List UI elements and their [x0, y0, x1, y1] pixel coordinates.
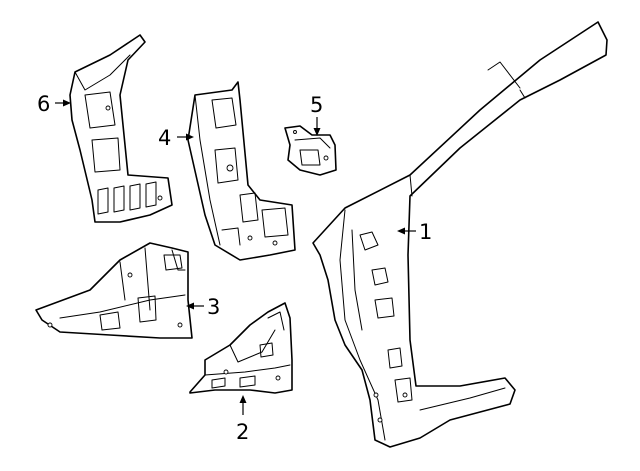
part-6-pillar-reinforcement — [69, 34, 173, 223]
part-3-lower-panel — [35, 242, 193, 339]
arrowhead-2 — [239, 395, 247, 403]
callout-number-3: 3 — [207, 295, 220, 319]
callout-1: 1 — [397, 220, 432, 244]
callout-number-1: 1 — [419, 220, 432, 244]
callout-number-6: 6 — [37, 92, 50, 116]
part-4-inner-pillar — [187, 81, 296, 261]
arrowhead-5 — [313, 128, 321, 136]
arrowhead-1 — [397, 227, 405, 235]
arrowhead-6 — [63, 99, 71, 107]
callout-4: 4 — [158, 126, 194, 150]
callout-5: 5 — [310, 93, 323, 136]
part-1-pillar-roof-rail — [312, 21, 608, 448]
callout-number-2: 2 — [236, 420, 249, 444]
callout-number-4: 4 — [158, 126, 171, 150]
part-2-lower-bracket — [189, 302, 293, 394]
arrowhead-4 — [186, 133, 194, 141]
callout-3: 3 — [186, 295, 220, 319]
arrowhead-3 — [186, 302, 194, 310]
callout-number-5: 5 — [310, 93, 323, 117]
callout-2: 2 — [236, 395, 249, 444]
callout-6: 6 — [37, 92, 71, 116]
part-5-small-bracket — [284, 125, 337, 176]
